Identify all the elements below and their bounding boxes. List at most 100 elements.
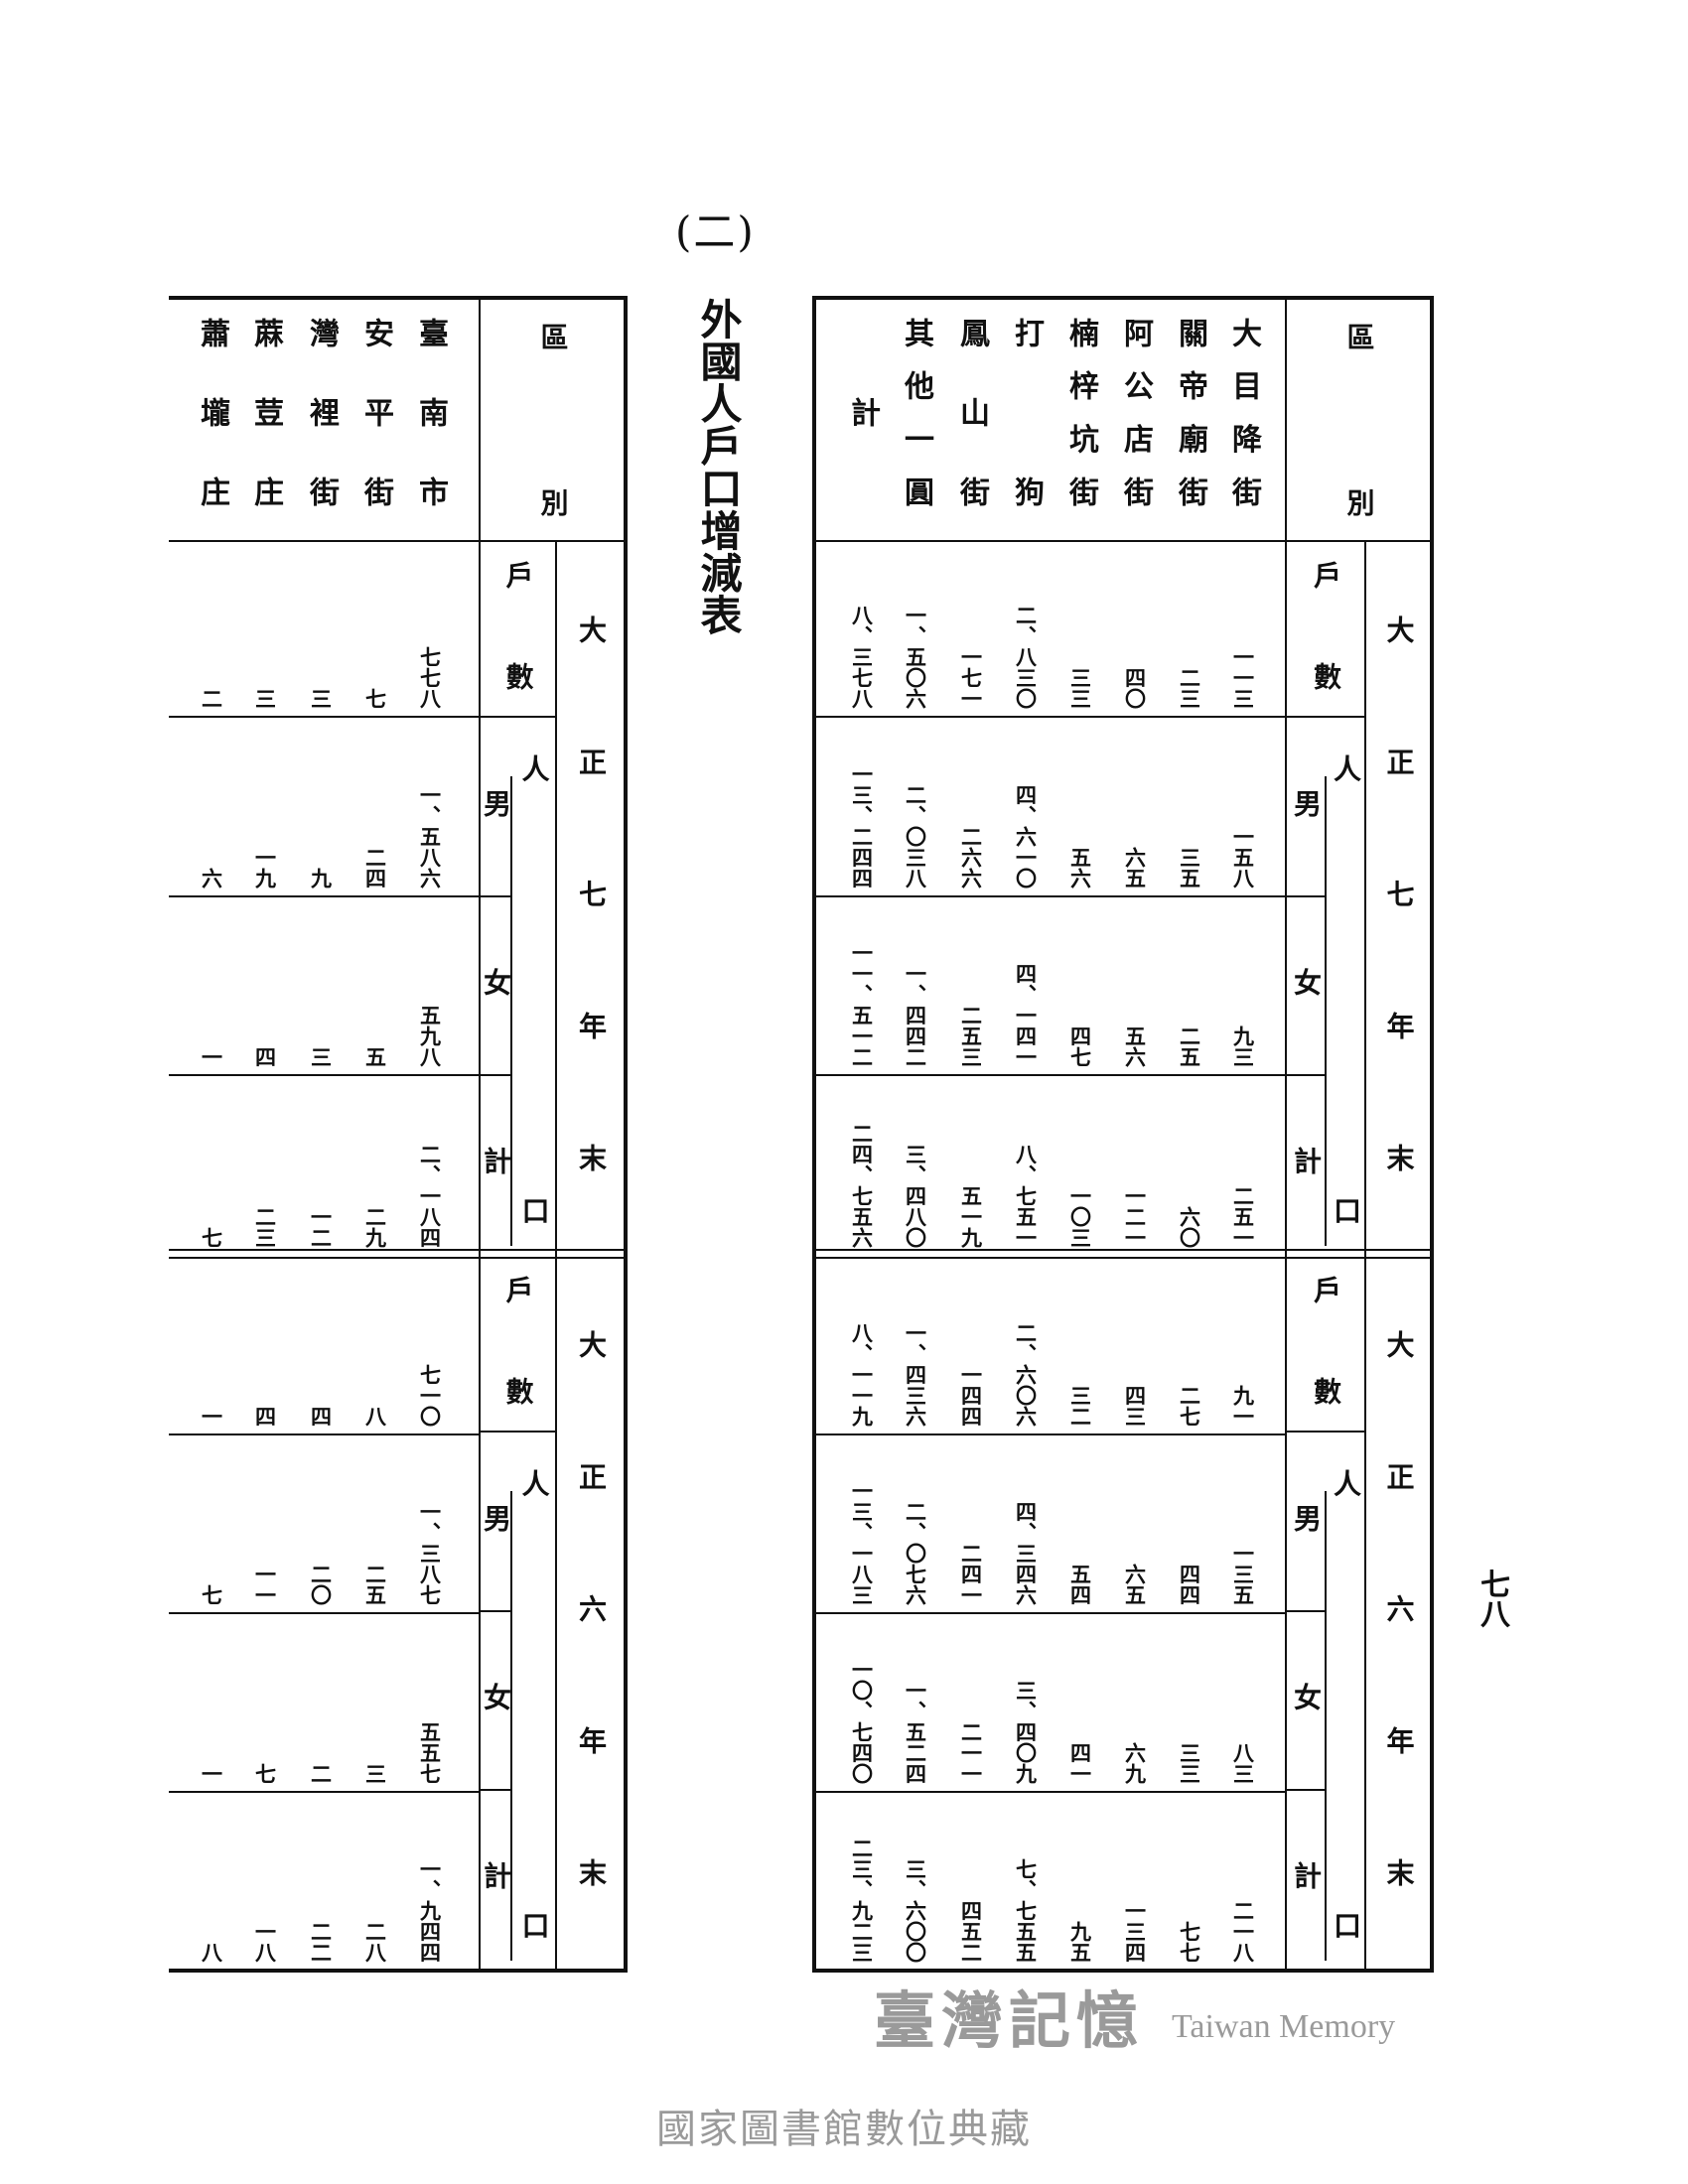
rule-line: [169, 1074, 480, 1076]
households-value: 二、六〇六: [1013, 1322, 1039, 1427]
male-value: 一三、一八三: [849, 1480, 875, 1605]
total-value: 二三、九二三: [849, 1838, 875, 1963]
total-value: 四五二: [958, 1900, 984, 1963]
table-cell: 二四: [355, 725, 395, 888]
table-cell: 五: [355, 904, 395, 1067]
table-cell: 一二一: [1115, 1083, 1155, 1248]
female-label: 女: [1290, 968, 1323, 996]
total-value: 八、七五一: [1013, 1144, 1039, 1248]
table-title: 外國人戶口增減表: [694, 298, 743, 635]
rule-line: [624, 296, 628, 1973]
district-name: 蔴荳庄: [248, 318, 283, 506]
year-label: 大正七年末: [575, 615, 608, 1171]
table-cell: 七: [192, 1442, 231, 1605]
district-name: 安平街: [358, 318, 393, 506]
year-label: 大正六年末: [1382, 1330, 1416, 1886]
male-label: 男: [480, 1504, 512, 1532]
total-value: 七七: [1177, 1921, 1202, 1963]
rule-line: [555, 541, 557, 1971]
rule-line: [480, 1610, 511, 1612]
male-value: 九: [308, 868, 334, 888]
table-cell: 四三: [1115, 1264, 1155, 1427]
female-value: 四、一四一: [1013, 963, 1039, 1067]
rule-line: [169, 1969, 626, 1973]
rule-line: [1285, 298, 1287, 1971]
households-value: 一、五〇六: [903, 605, 928, 709]
table-cell: 一一: [245, 1442, 285, 1605]
table-cell: 二: [301, 1621, 341, 1784]
total-value: 二八: [362, 1921, 388, 1963]
district-name: 大目降街: [1226, 318, 1261, 506]
table-cell: 二〇: [301, 1442, 341, 1605]
table-cell: 二四、七五六: [842, 1083, 882, 1248]
year-label: 大正七年末: [1382, 615, 1416, 1171]
district-name: 楠梓坑街: [1063, 318, 1098, 506]
female-value: 四七: [1067, 1025, 1093, 1067]
female-value: 八三: [1230, 1742, 1256, 1784]
male-value: 四、三四六: [1013, 1501, 1039, 1605]
male-value: 七: [199, 1584, 224, 1605]
table-cell: 四一: [1060, 1621, 1100, 1784]
male-value: 一一: [252, 1564, 278, 1605]
table-cell: 一、九四四: [410, 1800, 450, 1963]
table-cell: 一二: [301, 1083, 341, 1248]
total-value: 八: [199, 1942, 224, 1963]
population-label-top: 人: [517, 1469, 551, 1497]
rule-line: [814, 1257, 1432, 1259]
female-value: 二: [308, 1763, 334, 1784]
table-cell: 二五三: [951, 904, 991, 1067]
table-cell: 三五: [1170, 725, 1209, 888]
section-mark: (二): [675, 207, 756, 256]
rule-line: [480, 716, 556, 718]
district-header: 區別: [1342, 323, 1376, 516]
rule-line: [1286, 1610, 1326, 1612]
households-value: 八、三七八: [849, 605, 875, 709]
table-cell: 四: [301, 1264, 341, 1427]
table-cell: 三三: [1060, 549, 1100, 709]
female-value: 九三: [1230, 1025, 1256, 1067]
table-cell: 二六六: [951, 725, 991, 888]
rule-line: [480, 1074, 511, 1076]
male-value: 一、五八六: [417, 784, 443, 888]
district-name: 計: [845, 397, 880, 427]
table-cell: 一一三: [1223, 549, 1263, 709]
table-cell: 一、四三六: [896, 1264, 935, 1427]
table-cell: 一、五八六: [410, 725, 450, 888]
table-cell: 九: [301, 725, 341, 888]
rule-line: [1364, 541, 1366, 1971]
households-value: 七: [362, 688, 388, 709]
total-value: 二四、七五六: [849, 1123, 875, 1248]
households-value: 一四四: [958, 1364, 984, 1427]
rule-line: [1325, 1491, 1327, 1961]
table-cell: 三: [301, 549, 341, 709]
rule-line: [1286, 1789, 1326, 1791]
female-value: 二五: [1177, 1025, 1202, 1067]
male-value: 六五: [1122, 847, 1148, 888]
table-cell: 三: [355, 1621, 395, 1784]
female-value: 三、四〇九: [1013, 1680, 1039, 1784]
female-value: 一、四四二: [903, 963, 928, 1067]
total-value: 二九: [362, 1206, 388, 1248]
households-value: 三二: [1067, 1385, 1093, 1427]
households-value: 二三: [1177, 667, 1202, 709]
female-value: 三: [308, 1046, 334, 1067]
table-cell: 九一: [1223, 1264, 1263, 1427]
total-value: 一〇三: [1067, 1185, 1093, 1248]
male-value: 二四: [362, 847, 388, 888]
table-cell: 四、三四六: [1006, 1442, 1046, 1605]
table-cell: 一〇三: [1060, 1083, 1100, 1248]
male-value: 六: [199, 868, 224, 888]
table-cell: 二三、九二三: [842, 1800, 882, 1963]
male-value: 二六六: [958, 826, 984, 888]
female-value: 一〇、七四〇: [849, 1659, 875, 1784]
table-cell: 四: [245, 904, 285, 1067]
table-cell: 五五七: [410, 1621, 450, 1784]
households-value: 七七八: [417, 646, 443, 709]
households-value: 一七一: [958, 646, 984, 709]
rule-line: [814, 1612, 1286, 1614]
table-cell: 三、四〇九: [1006, 1621, 1046, 1784]
female-value: 三三: [1177, 1742, 1202, 1784]
male-value: 二四一: [958, 1543, 984, 1605]
district-name: 臺南市: [413, 318, 448, 506]
households-value: 四: [252, 1406, 278, 1427]
